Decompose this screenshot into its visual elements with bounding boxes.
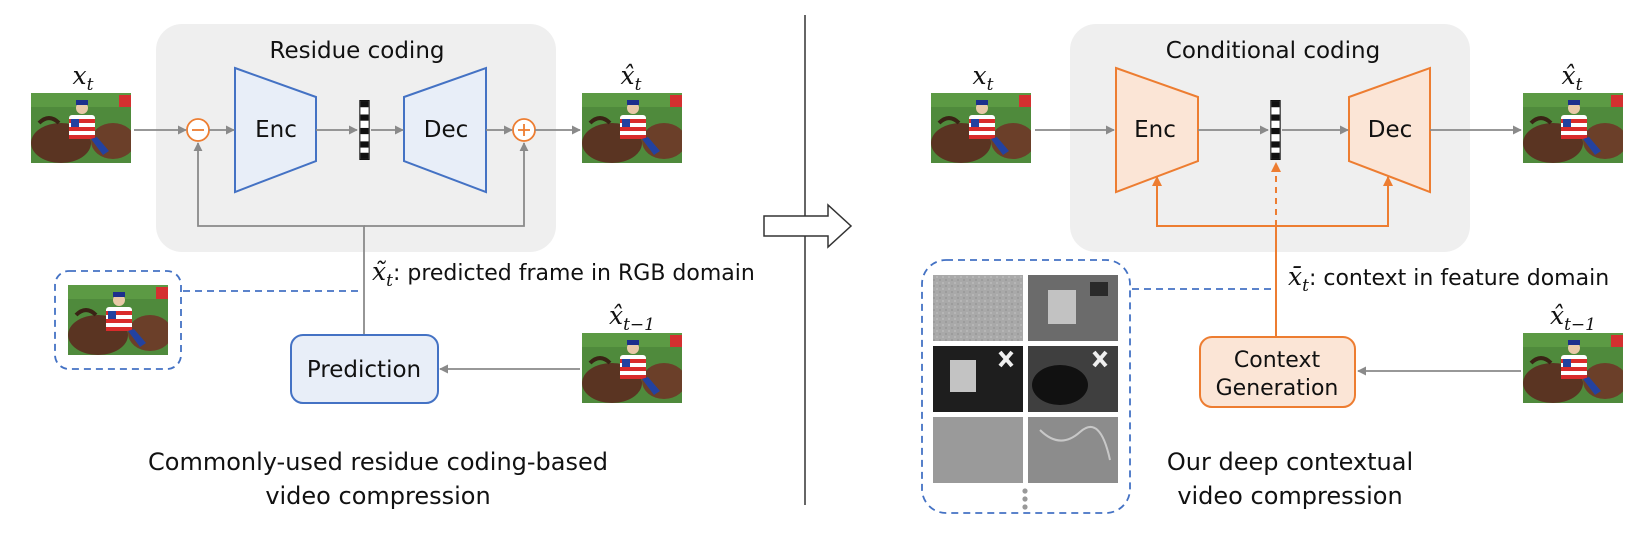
- feature-map-6: [1028, 417, 1118, 483]
- conditional-encoder: [1115, 66, 1199, 194]
- left-input-frame: [31, 93, 131, 163]
- context-generation-label-1: Context: [1234, 348, 1321, 373]
- feature-map-1: [933, 275, 1023, 341]
- predicted-frame-thumbnail: [68, 285, 168, 355]
- left-output-frame: [582, 93, 682, 163]
- residue-latent-icon: [359, 100, 370, 160]
- conditional-encoder-label: Enc: [1134, 117, 1176, 143]
- left-caption-line1: Commonly-used residue coding-based: [148, 448, 608, 476]
- left-output-label: x̂t: [621, 61, 642, 95]
- conditional-coding-box: [1070, 24, 1470, 252]
- arrow-context-to-dec: [1276, 176, 1393, 227]
- left-input-label: xt: [73, 61, 94, 95]
- conditional-decoder-label: Dec: [1368, 117, 1413, 143]
- context-annotation: x̄t: context in feature domain: [1288, 262, 1609, 296]
- prediction-label: Prediction: [307, 357, 421, 383]
- feature-maps-dashed-box: [921, 259, 1131, 514]
- arrow-context-to-enc: [1152, 176, 1276, 227]
- left-reference-frame: [582, 333, 682, 403]
- residue-coding-panel: Residue coding Enc Dec xt x̂t x̂t−1: [31, 24, 755, 510]
- right-reference-frame: [1523, 333, 1623, 403]
- right-input-frame: [931, 93, 1031, 163]
- residue-decoder-label: Dec: [424, 117, 469, 143]
- more-dots-icon: [1022, 488, 1028, 494]
- conditional-coding-title: Conditional coding: [1166, 38, 1380, 64]
- conditional-latent-icon: [1270, 100, 1281, 160]
- residue-encoder: [234, 66, 317, 194]
- predicted-frame-dashed-box: [54, 270, 182, 370]
- right-output-frame: [1523, 93, 1623, 163]
- left-reference-label: x̂t−1: [609, 301, 655, 335]
- context-generation-label-2: Generation: [1216, 376, 1339, 401]
- right-output-label: x̂t: [1562, 61, 1583, 95]
- right-caption-line1: Our deep contextual: [1167, 448, 1413, 476]
- prediction-module: [290, 334, 439, 404]
- arrow-pred-to-minus: [193, 142, 365, 338]
- feature-map-5: [933, 417, 1023, 483]
- left-caption-line2: video compression: [265, 482, 490, 510]
- arrow-pred-to-plus: [364, 142, 529, 227]
- context-generation-module: [1199, 336, 1356, 408]
- residue-encoder-label: Enc: [255, 117, 297, 143]
- residue-coding-title: Residue coding: [270, 38, 445, 64]
- conditional-coding-panel: Conditional coding Enc Dec xt x̂t x̂t−1 …: [921, 24, 1623, 514]
- right-caption-line2: video compression: [1177, 482, 1402, 510]
- hollow-right-arrow-icon: [763, 203, 853, 249]
- residue-decoder: [403, 66, 487, 194]
- predicted-frame-annotation: x̃t: predicted frame in RGB domain: [372, 257, 755, 291]
- feature-maps-grid: [933, 275, 1118, 510]
- conditional-decoder: [1348, 66, 1431, 194]
- right-input-label: xt: [973, 61, 994, 95]
- right-reference-label: x̂t−1: [1550, 301, 1596, 335]
